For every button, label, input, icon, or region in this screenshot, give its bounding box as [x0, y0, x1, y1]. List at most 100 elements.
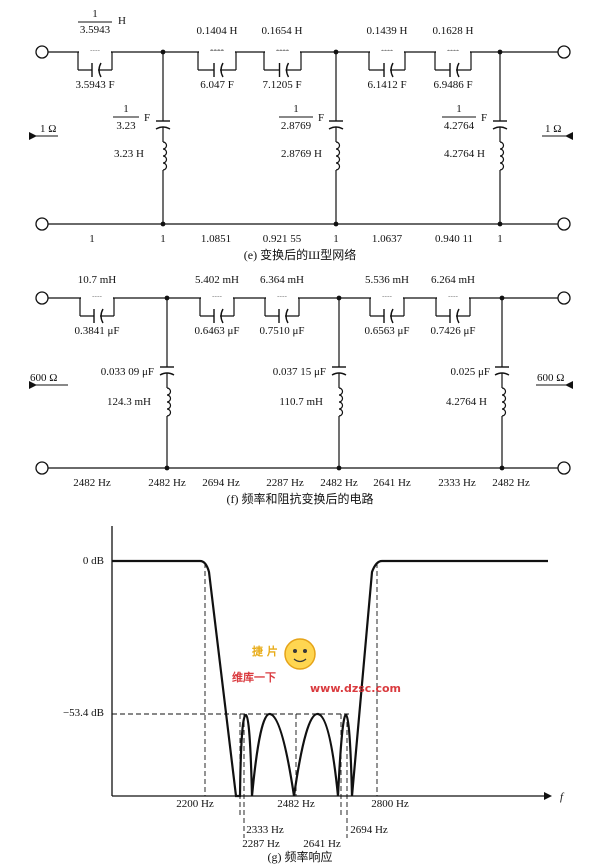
series-l-label: 10.7 mH: [78, 274, 117, 286]
series-c-label: 0.7426 μF: [430, 325, 475, 337]
junction-dot: [336, 295, 342, 301]
series-c-label: 0.6463 μF: [194, 325, 239, 337]
output-terminal: [557, 461, 571, 475]
junction-dot: [333, 49, 339, 55]
series-l-label: 5.536 mH: [365, 274, 409, 286]
y-label-stopband: −53.4 dB: [63, 707, 104, 719]
series-arm-wiring: [77, 52, 113, 70]
output-terminal: [557, 45, 571, 59]
right-port-label: 600 Ω: [537, 372, 564, 384]
series-l-label: 0.1404 H: [197, 25, 238, 37]
shunt-l-label: 3.23 H: [114, 148, 144, 160]
right-port-label: 1 Ω: [545, 123, 561, 135]
shunt-c-numerator: 1: [123, 103, 129, 115]
bottom-value: 2482 Hz: [148, 477, 186, 489]
series-c-label: 7.1205 F: [262, 79, 301, 91]
inductor-symbol: [166, 387, 172, 417]
inductor-symbol: [335, 141, 341, 171]
dzsc-watermark: 捷 片 维库一下 www.dzsc.com: [232, 638, 401, 695]
bottom-value: 1.0637: [372, 233, 403, 245]
bottom-value: 1: [497, 233, 503, 245]
shunt-c-numerator: 1: [456, 103, 462, 115]
capacitor-symbol: [285, 62, 290, 78]
shunt-l-label: 124.3 mH: [107, 396, 151, 408]
caption-e: (e) 变换后的Ш型网络: [244, 247, 356, 262]
panel-f-circuit: 10.7 mH 0.3841 μF 5.402 mH 0.6463 μF 6.3…: [29, 274, 573, 506]
shunt-c-unit: F: [144, 112, 150, 124]
series-l-label: 0.1654 H: [262, 25, 303, 37]
bottom-value: 2287 Hz: [266, 477, 304, 489]
bottom-value: 2333 Hz: [438, 477, 476, 489]
bottom-value: 2482 Hz: [492, 477, 530, 489]
shunt-c-label: 0.025 μF: [450, 366, 490, 378]
series-arm-wiring: [199, 298, 235, 316]
capacitor-symbol: [390, 308, 394, 324]
bottom-value: 1: [89, 233, 95, 245]
junction-dot: [336, 465, 342, 471]
junction-dot: [497, 221, 503, 227]
output-terminal: [557, 291, 571, 305]
junction-dot: [160, 49, 166, 55]
inductor-symbol: [499, 141, 505, 171]
x-label: 2694 Hz: [350, 824, 388, 836]
bottom-value: 2482 Hz: [73, 477, 111, 489]
input-terminal: [35, 291, 49, 305]
x-axis-arrowhead: [544, 792, 552, 800]
input-terminal: [35, 45, 49, 59]
x-label: 2333 Hz: [246, 824, 284, 836]
watermark-line1: 捷 片: [252, 644, 278, 658]
x-label: 2287 Hz: [242, 838, 280, 850]
junction-dot: [164, 465, 170, 471]
shunt-l-label: 110.7 mH: [279, 396, 323, 408]
caption-f: (f) 频率和阻抗变换后的电路: [227, 491, 374, 506]
series-c-label: 3.5943 F: [75, 79, 114, 91]
series-arm-wiring: [197, 52, 237, 70]
series-l-label: 5.402 mH: [195, 274, 239, 286]
left-port-label: 600 Ω: [30, 372, 57, 384]
capacitor-symbol: [100, 308, 104, 324]
shunt-c-label: 0.037 15 μF: [273, 366, 326, 378]
x-axis-label: f: [560, 791, 565, 803]
shunt-c-numerator: 1: [293, 103, 299, 115]
capacitor-symbol: [456, 62, 460, 78]
bottom-value: 1.0851: [201, 233, 231, 245]
series-c-label: 6.9486 F: [433, 79, 472, 91]
y-label-0db: 0 dB: [83, 555, 104, 567]
capacitor-symbol: [456, 308, 460, 324]
left-port-label: 1 Ω: [40, 123, 56, 135]
series-l-label: 6.364 mH: [260, 274, 304, 286]
junction-dot: [499, 465, 505, 471]
series-l-label: 6.264 mH: [431, 274, 475, 286]
shunt-c-label: 0.033 09 μF: [101, 366, 154, 378]
watermark-line2: 维库一下: [232, 670, 276, 684]
x-label: 2482 Hz: [277, 798, 315, 810]
x-label: 2200 Hz: [176, 798, 214, 810]
capacitor-symbol: [285, 308, 289, 324]
series-l-denominator: 3.5943: [80, 24, 111, 36]
inductor-symbol: [501, 387, 507, 417]
series-arm-wiring: [369, 298, 405, 316]
series-c-label: 6.047 F: [200, 79, 234, 91]
series-c-label: 6.1412 F: [367, 79, 406, 91]
series-arm-wiring: [79, 298, 115, 316]
bottom-value: 0.940 11: [435, 233, 473, 245]
bottom-value: 2641 Hz: [373, 477, 411, 489]
series-c-label: 0.7510 μF: [259, 325, 304, 337]
series-arm-wiring: [263, 52, 302, 70]
capacitor-symbol: [98, 62, 102, 78]
shunt-l-label: 4.2764 H: [444, 148, 485, 160]
capacitor-symbol: [220, 308, 224, 324]
x-label: 2800 Hz: [371, 798, 409, 810]
shunt-c-denominator: 2.8769: [281, 120, 312, 132]
shunt-c-denominator: 4.2764: [444, 120, 475, 132]
capacitor-symbol: [390, 62, 394, 78]
junction-dot: [333, 221, 339, 227]
shunt-l-label: 2.8769 H: [281, 148, 322, 160]
junction-dot: [160, 221, 166, 227]
panel-g-frequency-response: f 0 dB −53.4 dB 2200 Hz 2482 Hz 2800 Hz …: [63, 526, 565, 864]
x-label: 2641 Hz: [303, 838, 341, 850]
input-terminal: [35, 217, 49, 231]
caption-g: (g) 频率响应: [268, 849, 333, 864]
output-terminal: [557, 217, 571, 231]
